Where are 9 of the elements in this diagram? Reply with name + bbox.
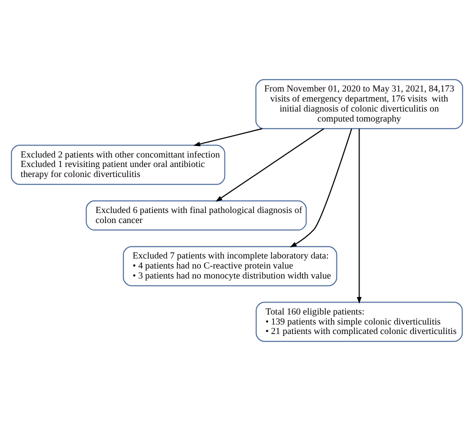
arrow <box>216 128 324 202</box>
node-box: Excluded 2 patients with other concomittant infection Excluded 1 revisiting patient under oral antibiotic therapy for colonic diverticulitis <box>10 144 226 185</box>
node-box: From November 01, 2020 to May 31, 2021, 84,173 visits of emergency department, 176 visits with initial diagnosis of colonic diverticulitis on computed tomography <box>255 79 464 130</box>
arrow <box>193 128 262 146</box>
arrow <box>356 128 362 304</box>
arrow <box>290 128 352 248</box>
node-box: Total 160 eligible patients: • 139 patients with simple colonic diverticulitis • 21 patients with complicated colonic diverticulitis <box>256 302 463 342</box>
node-box: Excluded 6 patients with final pathological diagnosis of colon cancer <box>86 200 307 231</box>
node-box: Excluded 7 patients with incomplete laboratory data: • 4 patients had no C-reactive protein value • 3 patients had no monocyte distribution width value <box>122 246 338 286</box>
